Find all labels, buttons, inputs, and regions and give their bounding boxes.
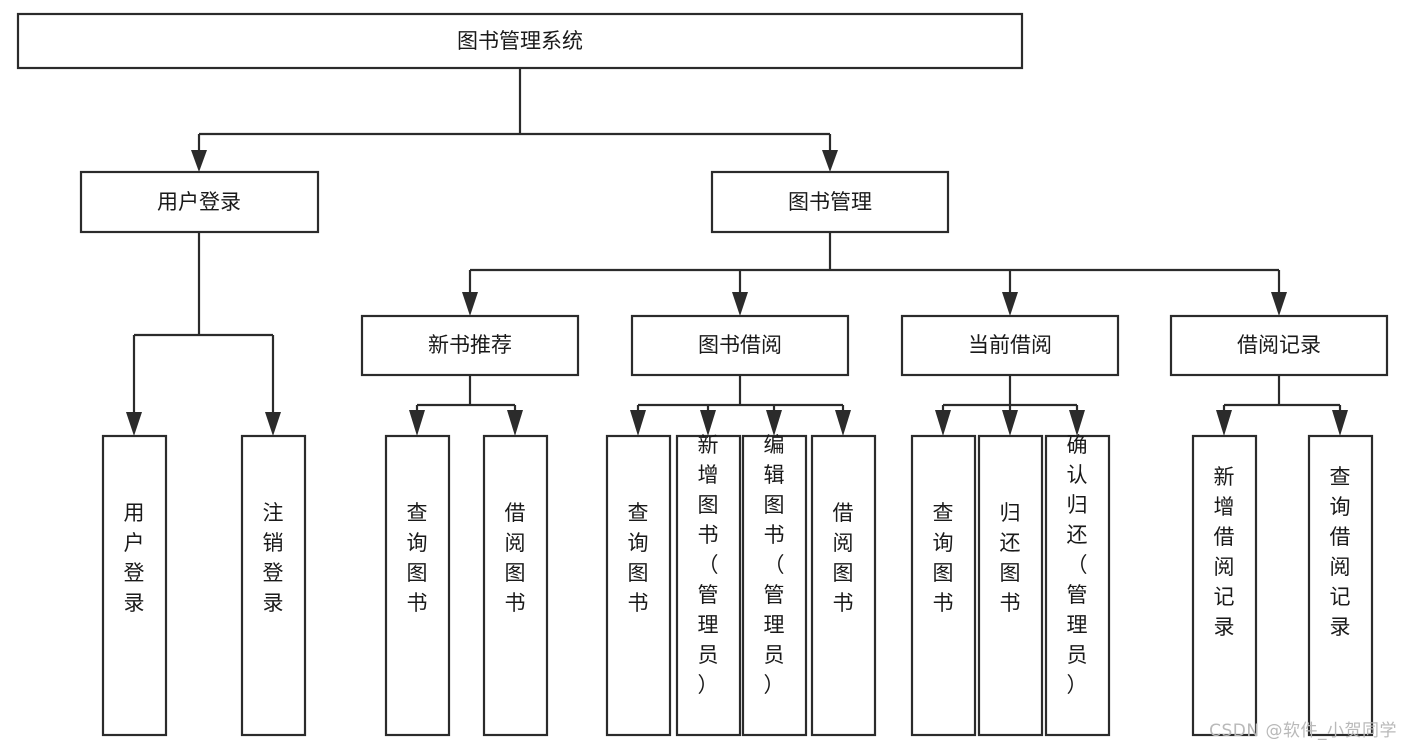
node-current-borrow-box[interactable] [900,314,1120,377]
node-root[interactable]: 图书管理系统 [16,12,1024,70]
leaf-borrow-record-0-box[interactable] [1191,434,1258,737]
leaf-current-borrow-2-label: 确认归还（管理员） [1067,433,1088,697]
node-root-box[interactable] [16,12,1024,70]
arrow-head-icon [835,410,851,436]
arrow-head-icon [265,412,281,436]
leaf-book-borrow-3-label: 借阅图书 [833,501,854,615]
leaf-current-borrow-0[interactable]: 查询图书 [910,434,977,737]
connector-group-borrow-record [1216,375,1348,436]
node-book-borrow-label: 图书借阅 [698,333,782,357]
leaf-current-borrow-1-label: 归还图书 [1000,501,1021,615]
leaf-current-borrow-1-box[interactable] [977,434,1044,737]
leaf-borrow-record-1[interactable]: 查询借阅记录 [1307,434,1374,737]
leaf-book-borrow-3[interactable]: 借阅图书 [810,434,877,737]
connector-group-root [191,68,838,172]
leaf-new-book-0[interactable]: 查询图书 [384,434,451,737]
node-new-book-recommend-label: 新书推荐 [428,333,512,357]
leaf-book-borrow-1-box[interactable] [675,434,742,737]
leaf-book-borrow-3-box[interactable] [810,434,877,737]
arrow-head-icon [409,410,425,436]
leaf-borrow-record-0-label: 新增借阅记录 [1214,465,1235,639]
connector-group-book-borrow [630,375,851,436]
arrow-head-icon [1002,292,1018,316]
leaf-new-book-1-box[interactable] [482,434,549,737]
arrow-head-icon [766,410,782,436]
node-book-manage[interactable]: 图书管理 [710,170,950,234]
node-user-login[interactable]: 用户登录 [79,170,320,234]
leaf-book-borrow-2-box[interactable] [741,434,808,737]
arrow-head-icon [732,292,748,316]
arrow-head-icon [630,410,646,436]
node-book-manage-label: 图书管理 [788,190,872,214]
leaf-book-borrow-1[interactable]: 新增图书（管理员） [675,433,742,737]
leaf-borrow-record-1-box[interactable] [1307,434,1374,737]
leaf-user-login-1-box[interactable] [240,434,307,737]
leaf-borrow-record-1-label: 查询借阅记录 [1330,465,1351,639]
node-current-borrow-label: 当前借阅 [968,333,1052,357]
arrow-head-icon [1216,410,1232,436]
leaf-book-borrow-1-label: 新增图书（管理员） [698,433,719,697]
csdn-watermark: CSDN @软件_小贺同学 [1209,721,1397,741]
arrow-head-icon [191,150,207,172]
leaf-user-login-0[interactable]: 用户登录 [101,434,168,737]
leaf-user-login-1[interactable]: 注销登录 [240,434,307,737]
node-borrow-record[interactable]: 借阅记录 [1169,314,1389,377]
arrow-head-icon [1002,410,1018,436]
leaf-borrow-record-0[interactable]: 新增借阅记录 [1191,434,1258,737]
node-user-login-label: 用户登录 [157,190,241,214]
node-new-book-recommend-box[interactable] [360,314,580,377]
leaf-book-borrow-0-label: 查询图书 [628,501,649,615]
node-current-borrow[interactable]: 当前借阅 [900,314,1120,377]
arrow-head-icon [1271,292,1287,316]
leaf-current-borrow-2[interactable]: 确认归还（管理员） [1044,433,1111,737]
leaf-user-login-1-label: 注销登录 [263,501,284,615]
arrow-head-icon [1069,410,1085,436]
leaf-new-book-0-box[interactable] [384,434,451,737]
connector-group-book-manage [462,232,1287,316]
node-borrow-record-label: 借阅记录 [1237,333,1321,357]
leaf-current-borrow-2-box[interactable] [1044,434,1111,737]
connector-group-new-book [409,375,523,436]
node-user-login-box[interactable] [79,170,320,234]
connector-group-user-login [126,232,281,436]
leaf-book-borrow-0[interactable]: 查询图书 [605,434,672,737]
node-book-borrow[interactable]: 图书借阅 [630,314,850,377]
arrow-head-icon [1332,410,1348,436]
leaf-current-borrow-0-label: 查询图书 [933,501,954,615]
arrow-head-icon [507,410,523,436]
arrow-head-icon [462,292,478,316]
node-book-manage-box[interactable] [710,170,950,234]
leaf-new-book-0-label: 查询图书 [407,501,428,615]
node-borrow-record-box[interactable] [1169,314,1389,377]
leaf-new-book-1-label: 借阅图书 [505,501,526,615]
leaf-book-borrow-2[interactable]: 编辑图书（管理员） [741,433,808,737]
arrow-head-icon [700,410,716,436]
leaf-book-borrow-0-box[interactable] [605,434,672,737]
arrow-head-icon [822,150,838,172]
leaf-user-login-0-label: 用户登录 [124,501,145,615]
node-book-borrow-box[interactable] [630,314,850,377]
leaf-current-borrow-0-box[interactable] [910,434,977,737]
leaf-current-borrow-1[interactable]: 归还图书 [977,434,1044,737]
arrow-head-icon [126,412,142,436]
leaf-user-login-0-box[interactable] [101,434,168,737]
node-new-book-recommend[interactable]: 新书推荐 [360,314,580,377]
connector-group-current-borrow [935,375,1085,436]
node-root-label: 图书管理系统 [457,29,583,53]
arrow-head-icon [935,410,951,436]
leaf-new-book-1[interactable]: 借阅图书 [482,434,549,737]
leaf-book-borrow-2-label: 编辑图书（管理员） [764,433,785,697]
